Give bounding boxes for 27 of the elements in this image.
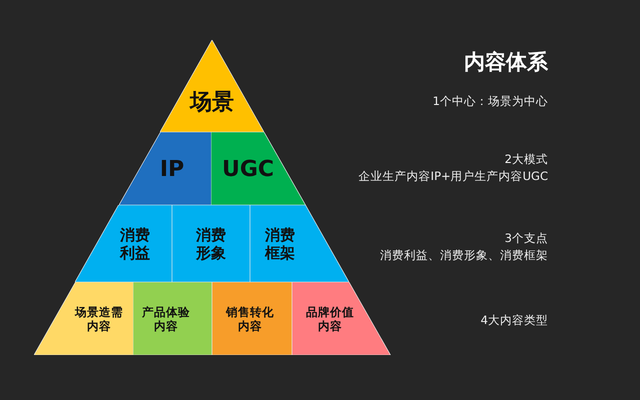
note-text: 消费利益、消费形象、消费框架 xyxy=(380,248,548,263)
pyramid-segment xyxy=(211,132,306,205)
pyramid-segment xyxy=(160,40,264,132)
note-text: 4大内容类型 xyxy=(480,313,548,328)
pyramid-segment xyxy=(34,282,133,355)
segment-label: 场景造需内容 xyxy=(74,306,124,334)
note-text: 1个中心：场景为中心 xyxy=(432,94,548,109)
segment-label: 场景 xyxy=(190,90,234,116)
pyramid-segment xyxy=(292,282,390,355)
segment-label: 产品体验内容 xyxy=(142,306,190,334)
note-text: 2大模式 xyxy=(504,152,548,167)
segment-label: 消费形象 xyxy=(195,226,227,262)
pyramid-segment xyxy=(118,132,211,205)
segment-label: 消费利益 xyxy=(119,226,151,262)
note-text: 3个支点 xyxy=(504,231,548,246)
pyramid-segment xyxy=(212,282,292,355)
segment-label: IP xyxy=(160,156,184,184)
segment-label: 品牌价值内容 xyxy=(306,306,354,334)
segment-label: 消费框架 xyxy=(264,226,296,262)
pyramid-segment xyxy=(75,205,172,282)
segment-label: 销售转化内容 xyxy=(226,306,274,334)
pyramid-segment xyxy=(133,282,212,355)
pyramid-segment xyxy=(250,205,349,282)
segment-label: UGC xyxy=(222,156,274,184)
pyramid-segment xyxy=(172,205,250,282)
note-text: 企业生产内容IP+用户生产内容UGC xyxy=(358,169,548,184)
title: 内容体系 xyxy=(464,49,548,76)
